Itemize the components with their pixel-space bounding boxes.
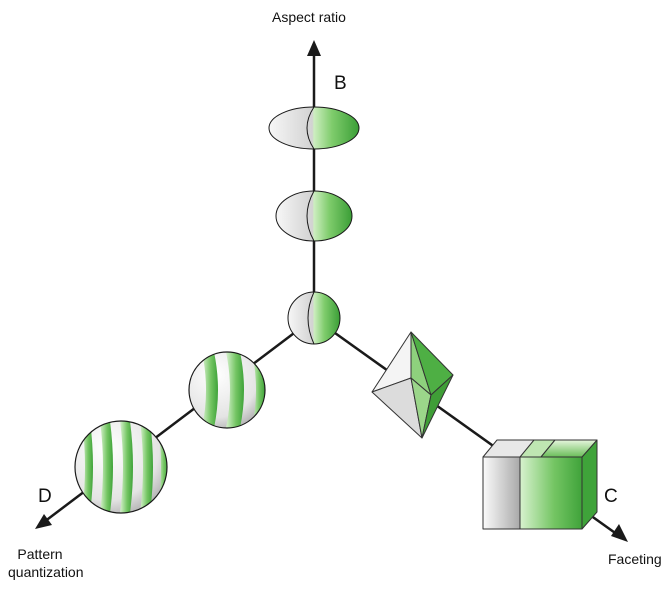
center-sphere	[287, 291, 341, 345]
axis-aspect-letter: B	[334, 73, 347, 94]
axis-pattern-letter: D	[38, 486, 52, 507]
axis-faceting-letter: C	[604, 486, 618, 507]
axis-aspect-arrowhead	[307, 40, 321, 56]
octahedron	[371, 331, 454, 439]
axis-pattern-title: Pattern quantization	[8, 545, 84, 581]
axis-faceting-arrowhead	[611, 524, 628, 542]
axis-pattern-arrowhead	[35, 514, 52, 529]
ellipsoid-flat	[268, 106, 360, 150]
cube	[482, 439, 598, 530]
striped-sphere-large	[74, 420, 168, 514]
axis-pattern-title-line1: Pattern	[17, 546, 63, 562]
axis-faceting-title: Faceting	[608, 551, 662, 567]
axis-pattern-title-line2: quantization	[8, 564, 84, 580]
striped-sphere-small	[188, 351, 266, 429]
ellipsoid-medium	[275, 190, 353, 242]
axis-aspect-title: Aspect ratio	[272, 9, 346, 25]
